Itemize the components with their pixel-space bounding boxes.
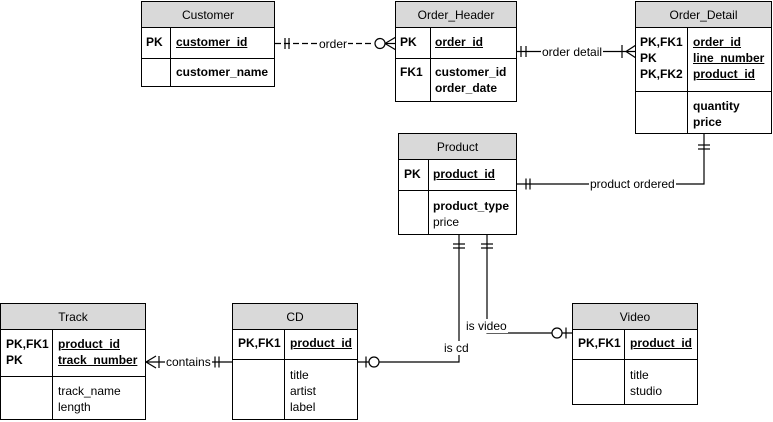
- entity-title: CD: [233, 304, 357, 330]
- key-label: PK: [6, 353, 23, 367]
- rel-product-ordered-connector: [516, 134, 710, 190]
- rel-label-is-cd: is cd: [443, 341, 470, 355]
- field: product_type: [433, 199, 510, 213]
- field: product_id: [290, 336, 352, 350]
- attribute-section: track_name length: [1, 376, 145, 419]
- field: studio: [630, 384, 663, 398]
- field: customer_name: [176, 65, 269, 79]
- field: product_id: [630, 336, 692, 350]
- entity-video: Video PK,FK1 product_id title studio: [572, 303, 698, 405]
- attribute-section: title artist label: [233, 359, 357, 419]
- rel-label-contains: contains: [165, 355, 212, 369]
- entity-customer: Customer PK customer_id customer_name: [141, 1, 275, 87]
- field: product_id: [433, 167, 495, 181]
- field: customer_id: [435, 65, 507, 79]
- key-label: PK,FK2: [640, 67, 683, 81]
- key-label: PK,FK1: [6, 337, 49, 351]
- rel-label-order: order: [318, 37, 349, 51]
- entity-title: Customer: [142, 2, 274, 28]
- key-label: PK: [400, 35, 417, 49]
- entity-title: Order_Header: [396, 2, 516, 28]
- field: label: [290, 400, 316, 414]
- entity-title: Track: [1, 304, 145, 330]
- key-label: PK,FK1: [578, 336, 621, 350]
- attribute-section: title studio: [573, 359, 697, 404]
- rel-is-video-connector: [481, 235, 572, 339]
- key-label: PK: [640, 51, 657, 65]
- field: title: [630, 368, 649, 382]
- attribute-section: quantity price: [636, 91, 771, 133]
- field: customer_id: [176, 35, 248, 49]
- key-section: PK,FK1 PK PK,FK2 order_id line_number pr…: [636, 28, 771, 91]
- field: track_number: [58, 353, 138, 367]
- key-label: PK,FK1: [640, 35, 683, 49]
- key-section: PK order_id: [396, 28, 516, 58]
- key-section: PK,FK1 product_id: [233, 330, 357, 359]
- entity-track: Track PK,FK1 PK product_id track_number …: [0, 303, 146, 420]
- key-label: PK: [146, 35, 163, 49]
- key-section: PK,FK1 PK product_id track_number: [1, 330, 145, 376]
- field: price: [433, 215, 460, 229]
- field: track_name: [58, 384, 121, 398]
- field: order_id: [435, 35, 484, 49]
- attribute-section: customer_name: [142, 58, 274, 86]
- entity-title: Order_Detail: [636, 2, 771, 28]
- field: price: [693, 115, 722, 129]
- rel-label-product-ordered: product ordered: [589, 177, 676, 191]
- field: line_number: [693, 51, 765, 65]
- field: length: [58, 400, 91, 414]
- rel-is-cd-connector: [358, 235, 465, 368]
- rel-label-order-detail: order detail: [541, 45, 604, 59]
- field: product_id: [693, 67, 755, 81]
- entity-order-detail: Order_Detail PK,FK1 PK PK,FK2 order_id l…: [635, 1, 772, 134]
- field: quantity: [693, 99, 740, 113]
- attribute-section: product_type price: [399, 190, 516, 234]
- field: product_id: [58, 337, 120, 351]
- field: order_date: [435, 81, 498, 95]
- field: title: [290, 368, 309, 382]
- entity-title: Product: [399, 134, 516, 160]
- key-label: FK1: [400, 65, 423, 79]
- entity-order-header: Order_Header PK order_id FK1 customer_id…: [395, 1, 517, 102]
- field: artist: [290, 384, 317, 398]
- key-section: PK customer_id: [142, 28, 274, 58]
- entity-cd: CD PK,FK1 product_id title artist label: [232, 303, 358, 420]
- attribute-section: FK1 customer_id order_date: [396, 58, 516, 101]
- entity-title: Video: [573, 304, 697, 330]
- field: order_id: [693, 35, 742, 49]
- key-section: PK,FK1 product_id: [573, 330, 697, 359]
- key-section: PK product_id: [399, 160, 516, 190]
- entity-product: Product PK product_id product_type price: [398, 133, 517, 235]
- rel-label-is-video: is video: [465, 319, 508, 333]
- key-label: PK,FK1: [238, 336, 281, 350]
- key-label: PK: [404, 167, 421, 181]
